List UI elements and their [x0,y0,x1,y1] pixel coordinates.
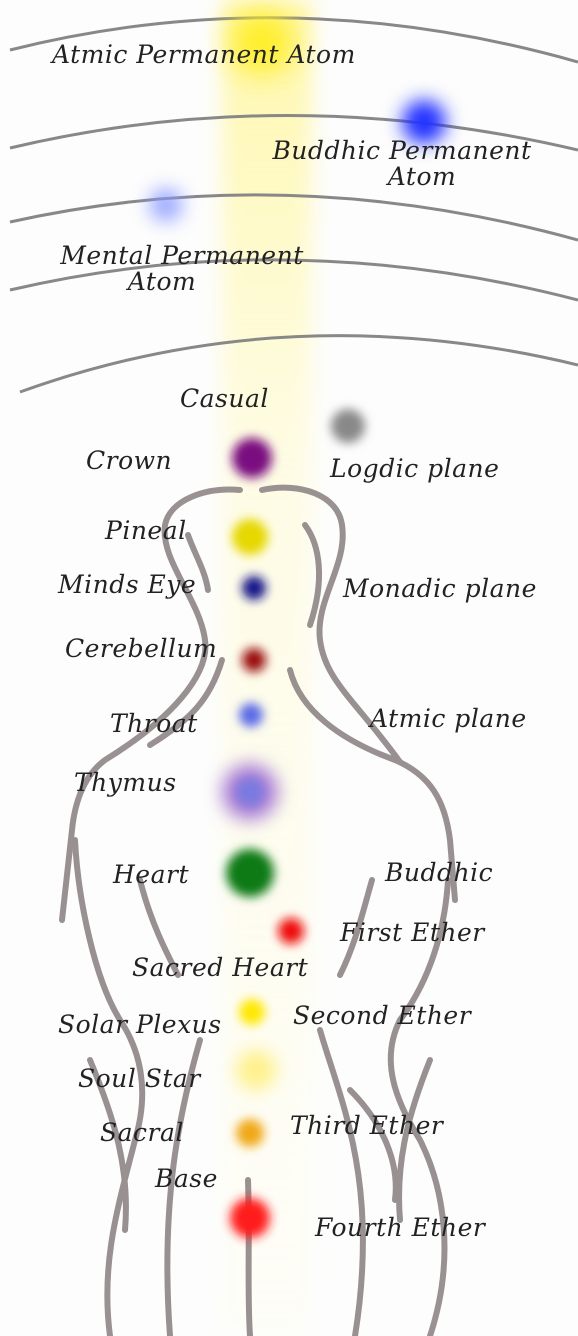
pineal-chakra [232,519,268,555]
buddhic-permanent-atom-label-line-2: Atom [232,164,572,190]
leg-outline [320,1030,363,1336]
logdic-plane-label: Logdic plane [330,456,499,482]
casual-label: Casual [180,386,269,412]
solar-plexus-label: Solar Plexus [58,1012,222,1038]
crown-chakra [232,438,272,478]
base-chakra [230,1198,270,1238]
throat-chakra [239,703,263,727]
heart-chakra [226,849,274,897]
minds-eye-label: Minds Eye [58,572,196,598]
hair-outline [62,490,240,920]
pineal-label: Pineal [105,518,187,544]
base-label: Base [155,1166,218,1192]
cerebellum-label: Cerebellum [65,636,217,662]
sacral-chakra [236,1119,264,1147]
leg-outline [399,1060,430,1220]
first-ether-label: First Ether [340,920,485,946]
third-ether-label: Third Ether [290,1113,443,1139]
sacred-heart-label: Sacred Heart [132,955,308,981]
torso-outline [391,880,448,1336]
mental-permanent-atom-label-line-2: Atom [22,269,342,295]
fourth-ether-label: Fourth Ether [315,1215,485,1241]
buddhic-permanent-atom-label: Buddhic Permanent Atom [232,138,572,191]
soul-star-chakra [236,1050,276,1090]
buddhic-label: Buddhic [385,860,493,886]
thymus-label: Thymus [74,770,177,796]
monadic-plane-label: Monadic plane [343,576,537,602]
soul-star-label: Soul Star [78,1066,201,1092]
cerebellum-chakra [242,648,266,672]
throat-label: Throat [110,711,198,737]
sacred-heart-chakra [278,918,304,944]
solar-plexus-chakra [239,999,265,1025]
crown-label: Crown [86,448,172,474]
atmic-plane-label: Atmic plane [370,706,527,732]
mental-permanent-atom-label: Mental Permanent Atom [22,243,342,296]
thymus-chakra [236,778,264,806]
minds-eye-chakra [242,576,266,600]
heart-label: Heart [113,862,189,888]
second-ether-label: Second Ether [293,1003,471,1029]
buddhic-permanent-atom-label-line-1: Buddhic Permanent [232,138,572,164]
atmic-permanent-atom-label: Atmic Permanent Atom [52,42,356,68]
mental-permanent-atom-glow [149,188,183,222]
casual-chakra [331,409,365,443]
sacral-label: Sacral [100,1120,184,1146]
mental-permanent-atom-label-line-1: Mental Permanent [22,243,342,269]
